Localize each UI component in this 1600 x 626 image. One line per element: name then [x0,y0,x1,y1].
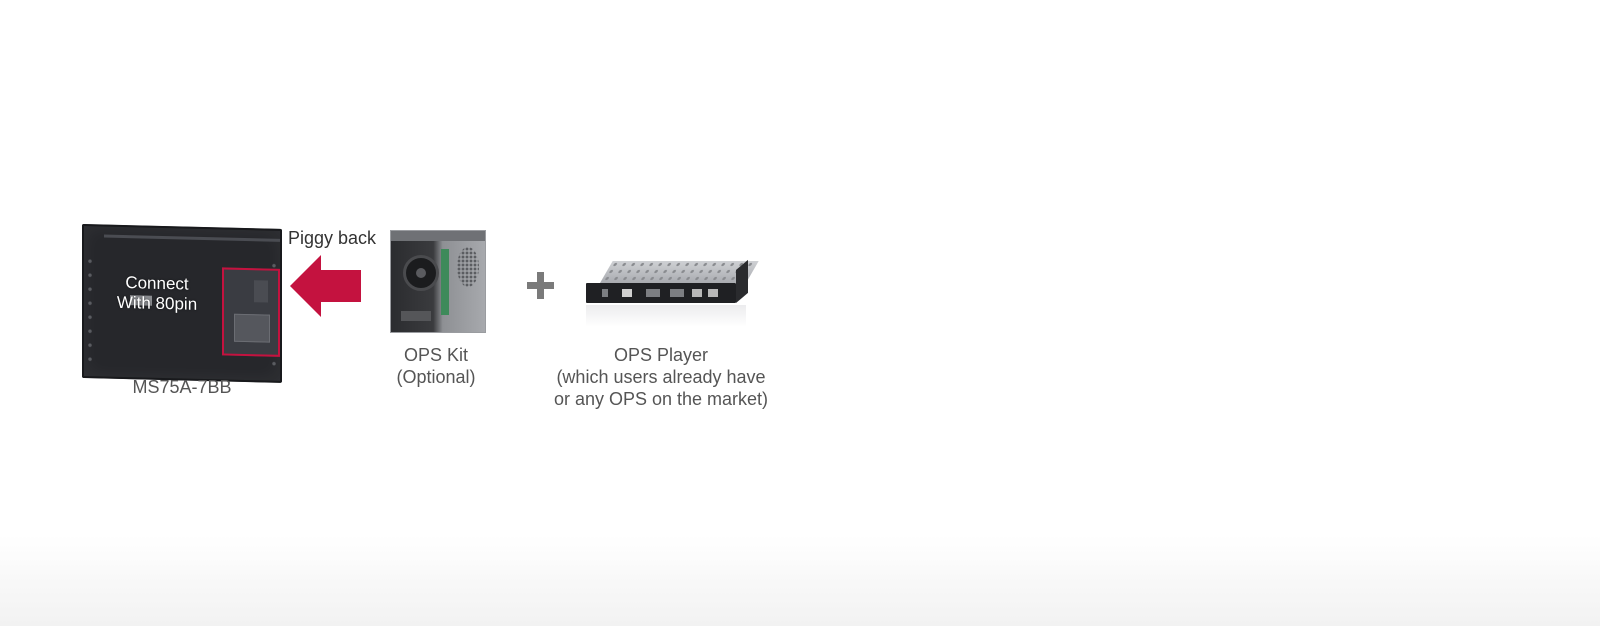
display-caption: MS75A-7BB [132,377,232,397]
display-back-image: Connect With 80pin [82,224,282,383]
ops-player-usb-port [692,289,702,297]
ops-kit-caption-line-1: OPS Kit [403,345,469,365]
ops-slot-highlight [222,267,280,357]
ops-kit-caption: OPS Kit (Optional) [376,344,496,388]
overlay-line-1: Connect [125,273,189,294]
ops-player-top-panel [600,261,759,283]
ops-kit-bottom-slot [401,311,431,321]
ops-slot-bay [234,313,270,343]
plus-icon-vertical [537,272,544,299]
display-overlay-text: Connect With 80pin [102,272,212,315]
ops-kit-caption-line-2: (Optional) [396,367,476,387]
display-screw-holes-left [88,254,92,363]
ops-kit-image [390,230,486,333]
ops-kit-fan-icon [403,255,439,291]
ops-kit-board [441,249,449,315]
ops-player-caption: OPS Player (which users already have or … [530,344,792,410]
ops-player-port [646,289,660,297]
ops-player-reflection [586,305,746,327]
display-top-edge [104,234,280,242]
ops-player-usb-port [708,289,718,297]
ops-kit-rail [391,231,485,241]
ops-player-caption-line-2: (which users already have [556,367,766,387]
ops-player-caption-line-1: OPS Player [613,345,709,365]
ops-slot-knob [254,280,268,303]
ops-kit-fan-hub [416,268,426,278]
ops-player-lan-port [622,289,632,297]
piggy-back-label: Piggy back [288,228,377,248]
arrow-shape [290,255,361,317]
overlay-line-2: With 80pin [116,292,198,314]
ops-player-image [586,283,736,303]
ops-kit-vent [457,247,479,287]
ops-player-port [670,289,684,297]
ops-player-port [602,289,608,297]
arrow-left-icon [290,255,361,317]
ops-player-caption-line-3: or any OPS on the market) [553,389,769,409]
